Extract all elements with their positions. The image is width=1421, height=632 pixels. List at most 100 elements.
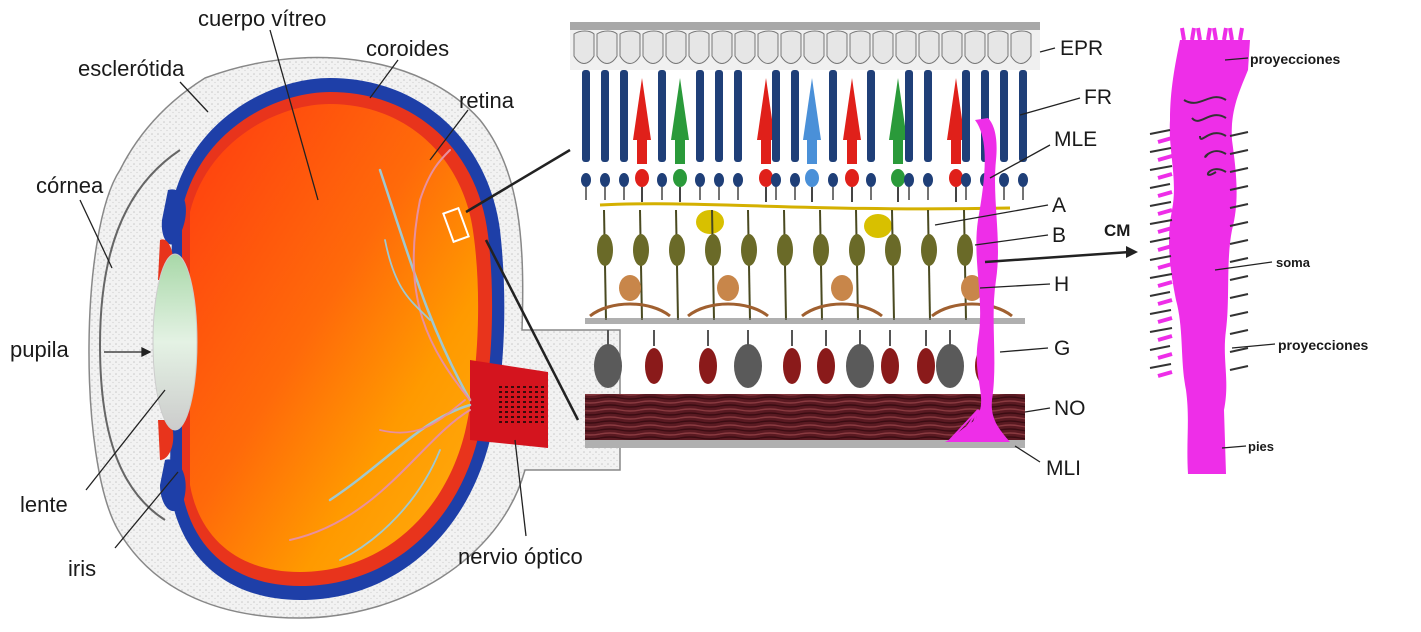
rod-nucleus: [600, 173, 610, 187]
ganglion-cell-body: [783, 348, 801, 384]
photoreceptor-row: [581, 70, 1028, 202]
rod-outer-segment: [715, 70, 723, 162]
rod-outer-segment: [867, 70, 875, 162]
label-cm: CM: [1104, 222, 1130, 239]
muller-lateral-process-left: [1150, 220, 1172, 224]
muller-lateral-process-right: [1230, 132, 1248, 136]
rod-nucleus: [1018, 173, 1028, 187]
amacrine-cell-2: [864, 214, 892, 238]
bipolar-cell-body: [633, 234, 649, 266]
muller-lateral-process-left: [1150, 148, 1171, 152]
rod-outer-segment: [791, 70, 799, 162]
muller-lateral-process-magenta: [1158, 282, 1172, 286]
muller-lateral-process-left: [1150, 202, 1171, 206]
label-g: G: [1054, 338, 1070, 359]
epr-cell: [873, 31, 893, 64]
muller-lateral-process-right: [1230, 312, 1248, 316]
epr-cell: [919, 31, 939, 64]
rod-nucleus: [904, 173, 914, 187]
muller-apical-process: [1182, 28, 1184, 40]
bipolar-cell-body: [813, 234, 829, 266]
muller-lateral-process-right: [1230, 330, 1248, 334]
horizontal-cell-process: [688, 304, 768, 316]
muller-cell-body: [1169, 40, 1250, 474]
rod-nucleus: [695, 173, 705, 187]
rod-nucleus: [657, 173, 667, 187]
rod-outer-segment: [962, 70, 970, 162]
muller-lateral-process-magenta: [1158, 336, 1172, 340]
cone-inner-segment: [637, 140, 647, 164]
muller-apical-process: [1208, 28, 1210, 40]
muller-lateral-process-magenta: [1158, 138, 1172, 142]
cone-outer-segment: [671, 78, 689, 140]
rod-nucleus: [999, 173, 1009, 187]
ganglion-cell-body: [699, 348, 717, 384]
rod-outer-segment: [1019, 70, 1027, 162]
bipolar-cell-body: [597, 234, 613, 266]
label-epr: EPR: [1060, 38, 1103, 59]
rod-outer-segment: [658, 70, 666, 162]
muller-lateral-process-right: [1230, 240, 1248, 244]
cone-nucleus: [949, 169, 963, 187]
rod-nucleus: [771, 173, 781, 187]
epr-cell: [804, 31, 824, 64]
outer-plexiform: [600, 204, 1010, 209]
epr-cell: [781, 31, 801, 64]
bipolar-cell-body: [849, 234, 865, 266]
label-proyecciones-mid: proyecciones: [1278, 338, 1368, 352]
ganglion-cell-body: [846, 344, 874, 388]
bipolar-cell-body: [741, 234, 757, 266]
epr-cell: [666, 31, 686, 64]
label-no: NO: [1054, 398, 1086, 419]
cone-inner-segment: [893, 140, 903, 164]
muller-lateral-process-left: [1150, 292, 1170, 296]
ganglion-cell-body: [734, 344, 762, 388]
muller-cell-detail: [1150, 28, 1275, 474]
horizontal-cell-body: [831, 275, 853, 301]
label-mli: MLI: [1046, 458, 1081, 479]
label-fr: FR: [1084, 87, 1112, 108]
bipolar-cell-body: [705, 234, 721, 266]
cone-outer-segment: [843, 78, 861, 140]
label-iris: iris: [68, 558, 96, 580]
label-pupila: pupila: [10, 339, 69, 361]
rod-nucleus: [828, 173, 838, 187]
rod-outer-segment: [924, 70, 932, 162]
horizontal-cell-body: [619, 275, 641, 301]
epr-cell: [988, 31, 1008, 64]
label-coroides: coroides: [366, 38, 449, 60]
label-h: H: [1054, 274, 1069, 295]
muller-lateral-process-right: [1230, 276, 1248, 280]
muller-lateral-process-magenta: [1158, 318, 1172, 322]
bipolar-cell-body: [885, 234, 901, 266]
epr-cell: [758, 31, 778, 64]
horizontal-cell-process: [932, 304, 1012, 316]
rod-nucleus: [581, 173, 591, 187]
epr-cell: [735, 31, 755, 64]
lens: [153, 254, 197, 430]
rod-outer-segment: [772, 70, 780, 162]
label-retina: retina: [459, 90, 514, 112]
ganglion-cell-body: [881, 348, 899, 384]
rod-outer-segment: [620, 70, 628, 162]
horizontal-row: [590, 275, 1012, 316]
rod-nucleus: [866, 173, 876, 187]
cone-inner-segment: [847, 140, 857, 164]
ganglion-cell-body: [645, 348, 663, 384]
label-soma: soma: [1276, 256, 1310, 269]
rod-nucleus: [714, 173, 724, 187]
muller-lateral-process-magenta: [1158, 210, 1172, 214]
ganglion-cell-body: [917, 348, 935, 384]
cone-outer-segment: [889, 78, 907, 140]
optic-nerve-pattern: [498, 386, 544, 426]
muller-lateral-process-left: [1150, 346, 1170, 350]
label-pies: pies: [1248, 440, 1274, 453]
epr-cell: [689, 31, 709, 64]
muller-apical-process: [1192, 28, 1194, 40]
rod-outer-segment: [696, 70, 704, 162]
amacrine-cell-1: [696, 210, 724, 234]
muller-lateral-process-magenta: [1158, 156, 1172, 160]
rod-outer-segment: [1000, 70, 1008, 162]
